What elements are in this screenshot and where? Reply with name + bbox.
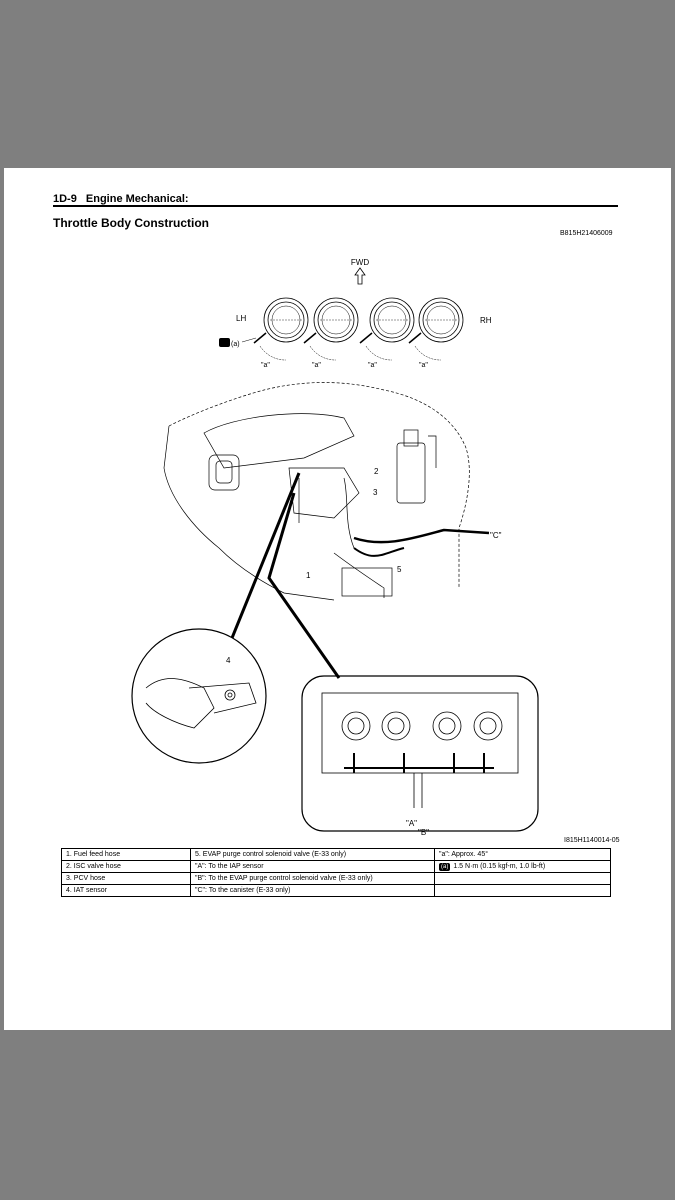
detail-c-label: "C" xyxy=(490,531,502,540)
torque-wrench-icon xyxy=(219,338,230,347)
legend-cell: "B": To the EVAP purge control solenoid … xyxy=(190,872,435,885)
detail-a-label: "A" xyxy=(406,819,417,828)
figure-code: I815H1140014-05 xyxy=(564,837,620,844)
legend-cell: 3. PCV hose xyxy=(61,872,191,885)
page-header: 1D-9 Engine Mechanical: xyxy=(53,193,189,205)
iat-sensor-detail xyxy=(131,628,267,764)
engine-illustration xyxy=(163,382,490,601)
legend-cell: "a": Approx. 45° xyxy=(434,848,611,861)
legend-cell: 5. EVAP purge control solenoid valve (E-… xyxy=(190,848,435,861)
header-rule xyxy=(53,205,618,207)
leader-line-left xyxy=(230,472,301,639)
torque-value: 1.5 N·m (0.15 kgf-m, 1.0 lb-ft) xyxy=(453,863,546,870)
manual-page: 1D-9 Engine Mechanical: Throttle Body Co… xyxy=(4,168,671,1030)
detail-b-label: "B" xyxy=(418,828,429,837)
throttle-body-diagram: FWD LH RH xyxy=(131,258,539,837)
fwd-arrow-icon xyxy=(354,267,366,285)
fwd-label: FWD xyxy=(351,258,369,267)
section-number: 1D-9 xyxy=(53,193,77,205)
legend-cell: "A": To the IAP sensor xyxy=(190,860,435,873)
legend-cell xyxy=(434,884,611,897)
table-row: 2. ISC valve hose "A": To the IAP sensor… xyxy=(61,860,611,873)
throttle-bore-2 xyxy=(303,297,359,361)
legend-cell xyxy=(434,872,611,885)
torque-badge: (a) xyxy=(439,863,451,871)
callout-4: 4 xyxy=(226,656,231,665)
legend-cell: 1. Fuel feed hose xyxy=(61,848,191,861)
legend-cell: "C": To the canister (E-33 only) xyxy=(190,884,435,897)
callout-2: 2 xyxy=(374,467,379,476)
angle-label-2: "a" xyxy=(312,362,321,369)
legend-cell: 2. ISC valve hose xyxy=(61,860,191,873)
rh-label: RH xyxy=(480,316,492,325)
section-title: Engine Mechanical: xyxy=(85,193,189,205)
callout-3: 3 xyxy=(373,488,378,497)
table-row: 1. Fuel feed hose 5. EVAP purge control … xyxy=(61,848,611,861)
callout-1: 1 xyxy=(306,571,311,580)
table-row: 4. IAT sensor "C": To the canister (E-33… xyxy=(61,884,611,897)
torque-tag: (a) xyxy=(231,341,240,348)
throttle-body-detail xyxy=(301,675,539,832)
throttle-bore-4 xyxy=(408,297,464,361)
lh-label: LH xyxy=(236,314,246,323)
angle-label-1: "a" xyxy=(261,362,270,369)
legend-table: 1. Fuel feed hose 5. EVAP purge control … xyxy=(61,848,611,897)
legend-cell: 4. IAT sensor xyxy=(61,884,191,897)
throttle-bore-3 xyxy=(359,297,415,361)
document-code: B815H21406009 xyxy=(560,230,613,237)
angle-label-4: "a" xyxy=(419,362,428,369)
page-title: Throttle Body Construction xyxy=(53,216,209,230)
table-row: 3. PCV hose "B": To the EVAP purge contr… xyxy=(61,872,611,885)
angle-label-3: "a" xyxy=(368,362,377,369)
throttle-bore-1 xyxy=(253,297,309,361)
leader-line-right xyxy=(267,492,341,679)
legend-torque-cell: (a)1.5 N·m (0.15 kgf-m, 1.0 lb-ft) xyxy=(434,860,611,873)
callout-5: 5 xyxy=(397,565,402,574)
